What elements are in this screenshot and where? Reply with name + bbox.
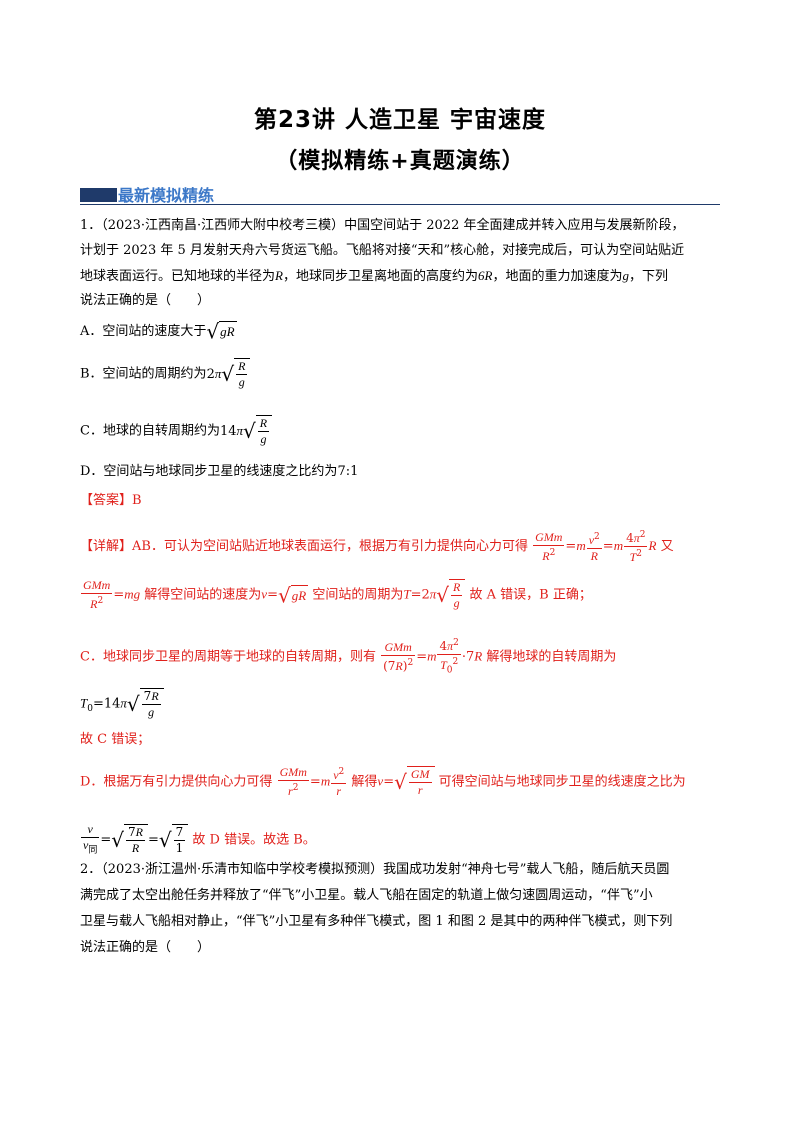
q1-answer: 【答案】B [80,493,142,508]
q1-line-1: 1．（2023·江西南昌·江西师大附中校考三模）中国空间站于 2022 年全面建… [80,218,685,233]
q2-line-1: 2．（2023·浙江温州·乐清市知临中学校考模拟预测）我国成功发射“神舟七号”载… [80,862,670,877]
q2-line-3: 卫星与载人飞船相对静止，“伴飞”小卫星有多种伴飞模式，图 1 和图 2 是其中的… [80,914,673,929]
page-subtitle: （模拟精练+真题演练） [275,149,525,174]
q1-option-a: A．空间站的速度大于√gR [80,319,237,344]
q1-line-2: 计划于 2023 年 5 月发射天舟六号货运飞船。飞船将对接“天和”核心舱，对接… [80,243,685,258]
q2-line-4: 说法正确的是（ ） [80,940,211,955]
q1-option-d: D．空间站与地球同步卫星的线速度之比约为7:1 [80,464,359,479]
section-title: 最新模拟精练 [118,186,215,205]
section-divider [80,204,720,205]
q1-detail-5: 故 C 错误； [80,732,151,747]
q1-line-3: 地球表面运行。已知地球的半径为R，地球同步卫星离地面的高度约为6R，地面的重力加… [80,268,668,284]
section-bar-icon [80,188,117,202]
q2-line-2: 满完成了太空出舱任务并释放了“伴飞”小卫星。载人飞船在固定的轨道上做匀速圆周运动… [80,888,653,903]
page-title: 第23讲 人造卫星 宇宙速度 [253,107,547,133]
q1-line-4: 说法正确的是（ ） [80,293,211,308]
